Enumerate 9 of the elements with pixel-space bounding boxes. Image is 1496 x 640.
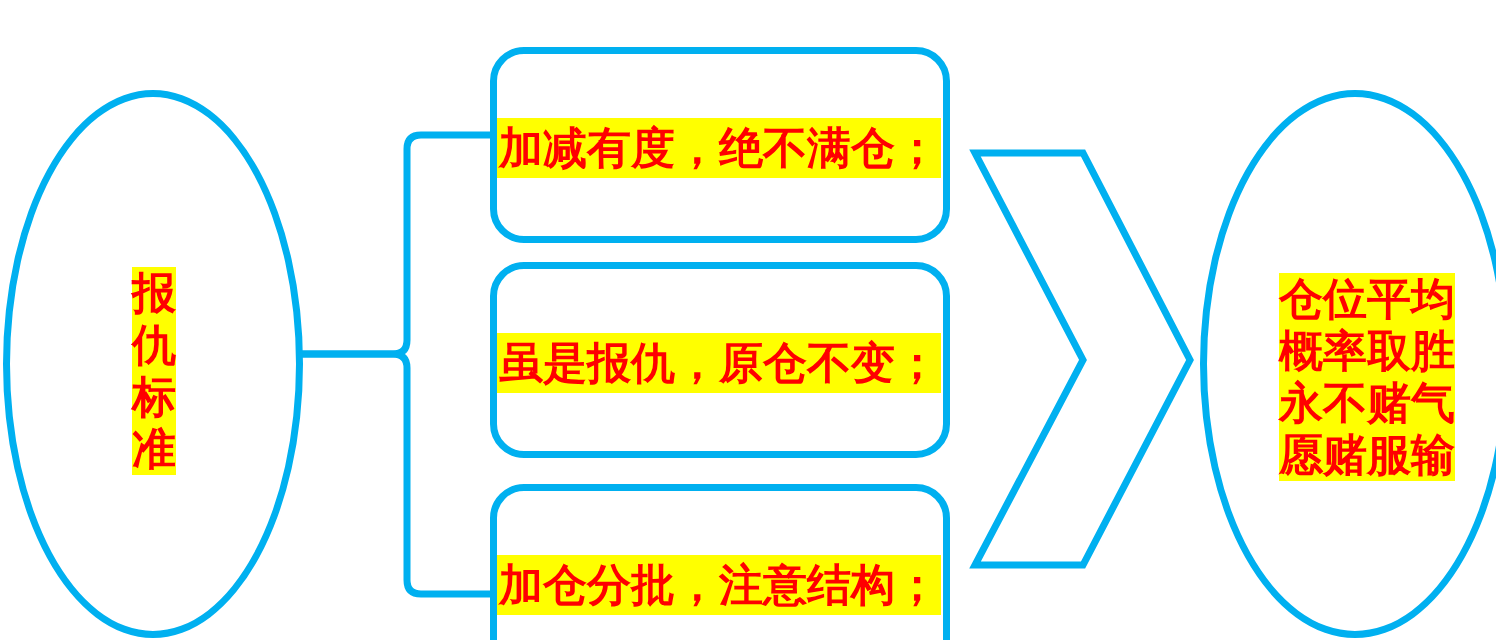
rounded-box xyxy=(490,47,950,243)
highlighted-text: 仓位平均概率取胜永不赌气愿赌服输 xyxy=(1279,273,1455,481)
highlighted-text: 加减有度，绝不满仓； xyxy=(497,118,941,178)
rounded-box xyxy=(490,262,950,458)
highlighted-text: 虽是报仇，原仓不变； xyxy=(497,333,941,393)
highlighted-text: 加仓分批，注意结构； xyxy=(497,555,941,615)
highlighted-text: 报仇标准 xyxy=(132,267,176,475)
rounded-box xyxy=(490,484,950,640)
chevron-arrow xyxy=(969,149,1194,569)
